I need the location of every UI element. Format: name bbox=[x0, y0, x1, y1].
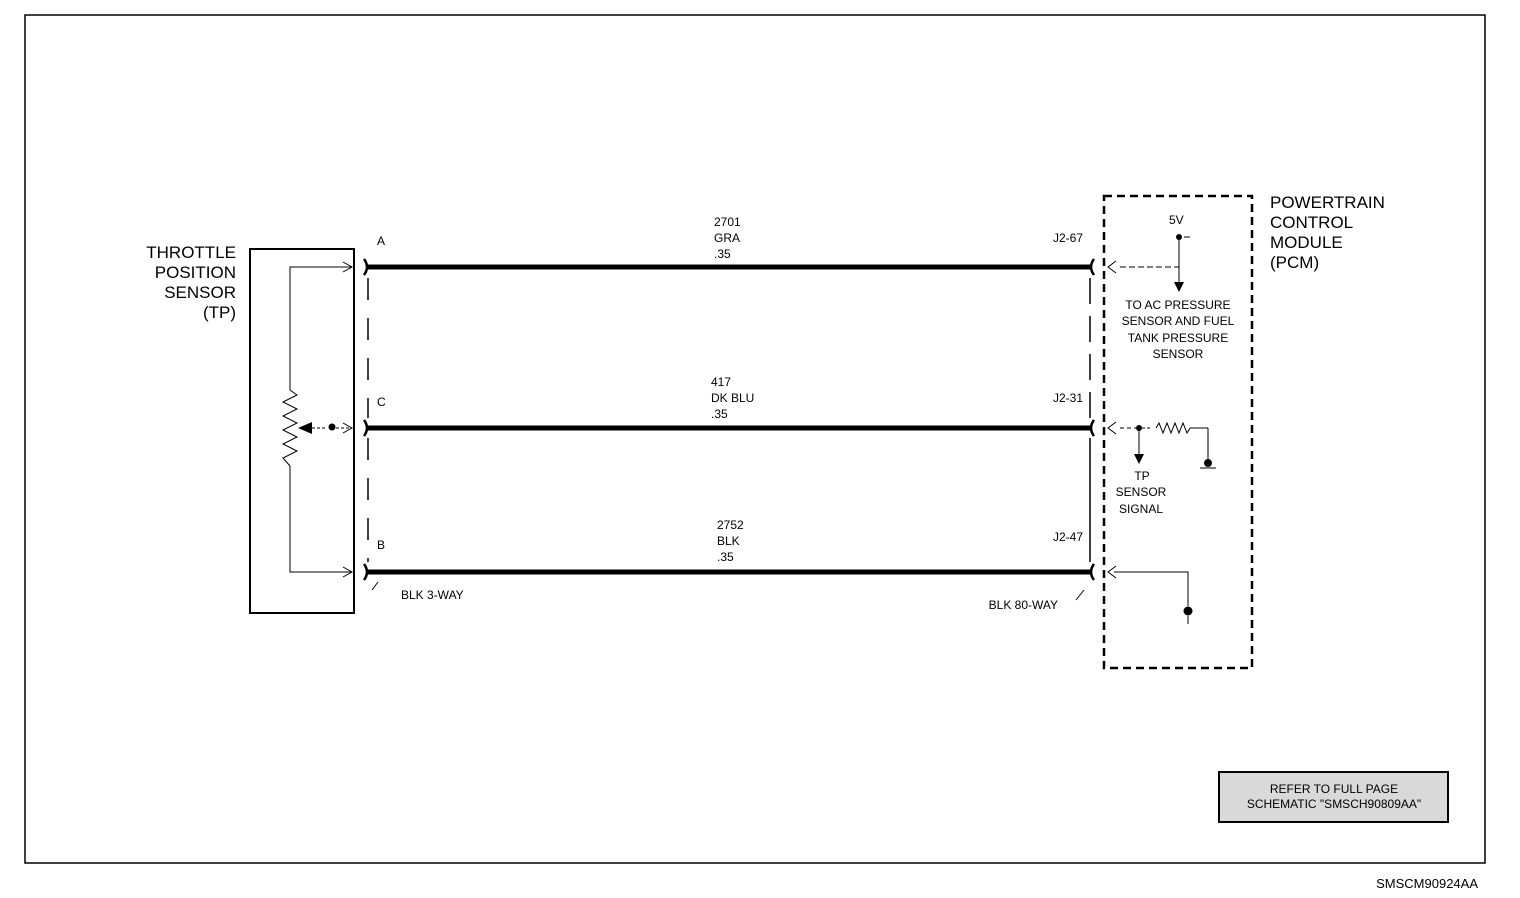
down-arrow-icon bbox=[1134, 454, 1144, 464]
ground-icon bbox=[1204, 459, 1212, 467]
voltage-label: 5V bbox=[1169, 213, 1184, 227]
sensor-internal-wire-b bbox=[289, 466, 352, 573]
wire-a: A 2701 GRA .35 J2-67 bbox=[362, 215, 1096, 276]
sensor-title-line2: POSITION bbox=[155, 263, 236, 282]
pcm-title-line4: (PCM) bbox=[1270, 253, 1319, 272]
wire-gauge: .35 bbox=[717, 550, 734, 564]
terminal-icon bbox=[1089, 419, 1096, 437]
wire-gauge: .35 bbox=[711, 407, 728, 421]
wire-circuit: 2752 bbox=[717, 518, 744, 532]
pcm-title-line2: CONTROL bbox=[1270, 213, 1353, 232]
throttle-position-sensor: THROTTLE POSITION SENSOR (TP) bbox=[146, 243, 355, 614]
wire-circuit: 2701 bbox=[714, 215, 741, 229]
resistor-icon bbox=[281, 389, 299, 467]
powertrain-control-module: POWERTRAIN CONTROL MODULE (PCM) 5V TO AC… bbox=[1102, 193, 1385, 670]
wire-color: DK BLU bbox=[711, 391, 754, 405]
arrow-icon bbox=[342, 422, 354, 434]
signal-label-line2: SENSOR bbox=[1116, 485, 1167, 499]
wire-color: GRA bbox=[714, 231, 740, 245]
sensor-title-line3: SENSOR bbox=[164, 283, 236, 302]
wire-pin: A bbox=[377, 234, 385, 248]
wiper-node-icon bbox=[328, 423, 336, 431]
wire-color: BLK bbox=[717, 534, 740, 548]
arrow-icon bbox=[1107, 565, 1117, 579]
wire-b: B 2752 BLK .35 J2-47 bbox=[362, 518, 1096, 581]
terminal-icon bbox=[362, 419, 369, 437]
wire-c: C 417 DK BLU .35 J2-31 bbox=[362, 375, 1096, 437]
ground-path bbox=[1114, 571, 1189, 606]
sensor-connector-label: BLK 3-WAY bbox=[401, 588, 464, 602]
sensor-title-line4: (TP) bbox=[203, 303, 236, 322]
terminal-icon bbox=[1089, 563, 1096, 581]
sensor-title-line1: THROTTLE bbox=[146, 243, 236, 262]
reference-box-frame bbox=[1218, 771, 1449, 823]
arrow-icon bbox=[1107, 260, 1117, 274]
reference-line2: SCHEMATIC "SMSCH90809AA" bbox=[1247, 797, 1421, 811]
ref-note-line2: SENSOR AND FUEL bbox=[1122, 314, 1235, 328]
ref-note-line3: TANK PRESSURE bbox=[1128, 331, 1228, 345]
leader-line bbox=[1075, 589, 1085, 601]
arrow-icon bbox=[1107, 421, 1117, 435]
signal-label-line3: SIGNAL bbox=[1119, 502, 1163, 516]
wire-pcm-pin: J2-67 bbox=[1053, 231, 1083, 245]
terminal-icon bbox=[362, 258, 369, 276]
ground-icon bbox=[1183, 606, 1193, 616]
pcm-title-line3: MODULE bbox=[1270, 233, 1343, 252]
wire-pcm-pin: J2-47 bbox=[1053, 530, 1083, 544]
wire-gauge: .35 bbox=[714, 247, 731, 261]
ref-note-line4: SENSOR bbox=[1153, 347, 1204, 361]
resistor-icon bbox=[1155, 421, 1191, 435]
signal-label-line1: TP bbox=[1134, 469, 1149, 483]
terminal-icon bbox=[362, 563, 369, 581]
supply-node-icon bbox=[1176, 234, 1182, 240]
leader-line bbox=[371, 581, 379, 591]
signal-node-icon bbox=[1136, 425, 1142, 431]
sensor-internal-wire-a bbox=[289, 266, 352, 390]
terminal-icon bbox=[1089, 258, 1096, 276]
figure-id: SMSCM90924AA bbox=[1376, 876, 1478, 891]
pcm-housing bbox=[1102, 194, 1254, 670]
wire-pin: B bbox=[377, 538, 385, 552]
wiper-arrow-icon bbox=[298, 422, 312, 434]
wire-pin: C bbox=[377, 395, 386, 409]
reference-line1: REFER TO FULL PAGE bbox=[1270, 782, 1398, 796]
arrow-icon bbox=[342, 261, 354, 273]
wire-circuit: 417 bbox=[711, 375, 731, 389]
wire-pcm-pin: J2-31 bbox=[1053, 391, 1083, 405]
pcm-title-line1: POWERTRAIN bbox=[1270, 193, 1385, 212]
diagram-frame bbox=[24, 14, 1486, 864]
ref-note-line1: TO AC PRESSURE bbox=[1125, 298, 1230, 312]
sensor-housing bbox=[249, 248, 355, 614]
pcm-connector: BLK 80-WAY bbox=[989, 278, 1091, 612]
arrow-icon bbox=[342, 566, 354, 578]
pcm-connector-label: BLK 80-WAY bbox=[989, 598, 1058, 612]
down-arrow-icon bbox=[1174, 282, 1184, 292]
sensor-connector: BLK 3-WAY bbox=[367, 278, 464, 602]
reference-box: REFER TO FULL PAGE SCHEMATIC "SMSCH90809… bbox=[1218, 771, 1449, 823]
